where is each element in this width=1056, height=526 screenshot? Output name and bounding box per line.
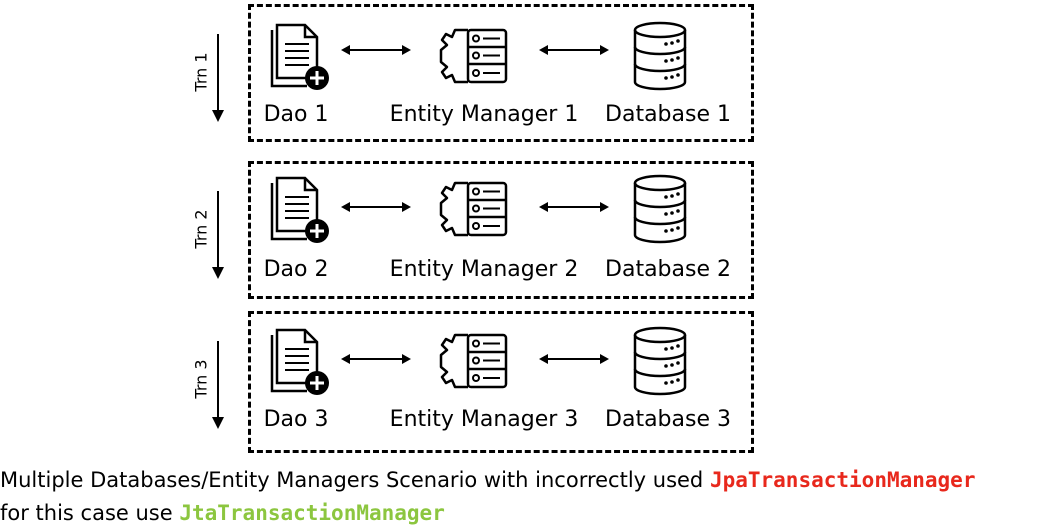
incorrect-manager-code: JpaTransactionManager bbox=[709, 468, 976, 492]
entity-manager-label: Entity Manager 3 bbox=[389, 407, 579, 432]
database-label: Database 1 bbox=[605, 102, 731, 127]
server-gear-icon bbox=[439, 28, 508, 84]
document-plus-icon bbox=[270, 328, 329, 395]
dao-label: Dao 1 bbox=[263, 102, 329, 127]
caption-text: for this case use bbox=[0, 501, 180, 525]
transaction-boundary bbox=[248, 161, 754, 299]
down-arrow-icon bbox=[212, 341, 224, 429]
entity-manager-label: Entity Manager 2 bbox=[389, 257, 579, 282]
double-arrow-icon bbox=[341, 202, 411, 212]
dao-label: Dao 2 bbox=[263, 257, 329, 282]
caption-line-1: Multiple Databases/Entity Managers Scena… bbox=[0, 468, 975, 492]
correct-manager-code: JtaTransactionManager bbox=[179, 501, 445, 525]
down-arrow-icon bbox=[212, 191, 224, 279]
double-arrow-icon bbox=[539, 354, 609, 364]
down-arrow-icon bbox=[212, 34, 224, 122]
caption-line-2: for this case use JtaTransactionManager bbox=[0, 501, 445, 525]
server-gear-icon bbox=[439, 333, 508, 389]
double-arrow-icon bbox=[539, 202, 609, 212]
server-gear-icon bbox=[439, 181, 508, 237]
database-label: Database 2 bbox=[605, 257, 731, 282]
transaction-boundary bbox=[248, 4, 754, 142]
database-icon bbox=[633, 326, 687, 396]
transaction-row-2: Trn 2 bbox=[0, 161, 1056, 311]
transaction-row-1: Trn 1 bbox=[0, 4, 1056, 154]
dao-label: Dao 3 bbox=[263, 407, 329, 432]
database-label: Database 3 bbox=[605, 407, 731, 432]
caption-text: Multiple Databases/Entity Managers Scena… bbox=[0, 468, 710, 492]
database-icon bbox=[633, 174, 687, 244]
double-arrow-icon bbox=[539, 45, 609, 55]
document-plus-icon bbox=[270, 23, 329, 90]
transaction-row-3: Trn 3 bbox=[0, 311, 1056, 461]
database-icon bbox=[633, 21, 687, 91]
document-plus-icon bbox=[270, 176, 329, 243]
transaction-boundary bbox=[248, 311, 754, 453]
double-arrow-icon bbox=[341, 354, 411, 364]
entity-manager-label: Entity Manager 1 bbox=[389, 102, 579, 127]
double-arrow-icon bbox=[341, 45, 411, 55]
